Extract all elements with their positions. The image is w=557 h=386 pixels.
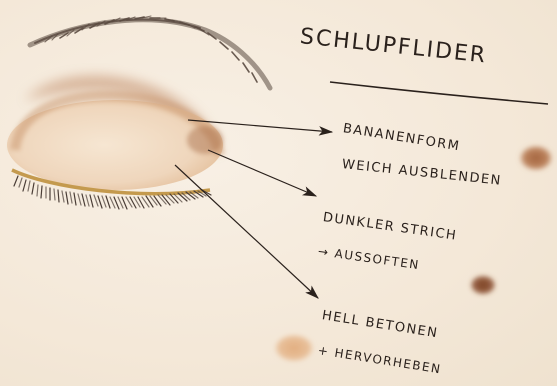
- swatch-highlight: [274, 334, 314, 362]
- eyebrow: [30, 16, 270, 88]
- arrow-highlight: [175, 165, 318, 298]
- swatch-banana: [519, 145, 553, 171]
- swatch-dark: [470, 275, 496, 295]
- title-underline: [330, 82, 548, 104]
- arrow-dark-line: [208, 150, 316, 196]
